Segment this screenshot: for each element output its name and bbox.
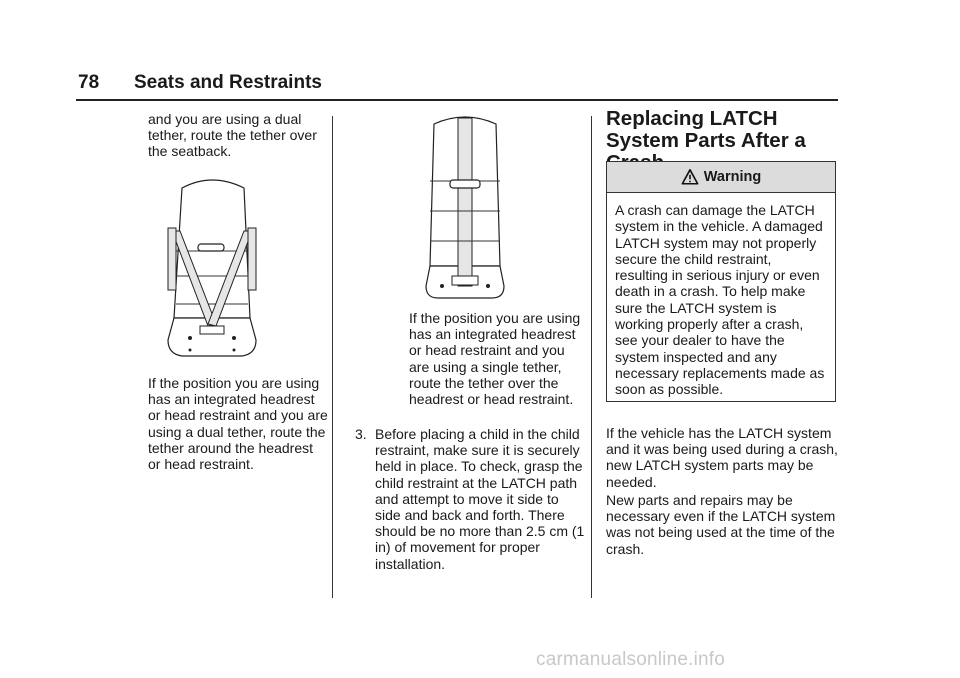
section-title: Seats and Restraints	[134, 72, 322, 93]
col1-para-top: and you are using a dual tether, route t…	[148, 111, 317, 160]
watermark: carmanualsonline.info	[536, 649, 726, 670]
page-number: 78	[78, 72, 100, 93]
warning-triangle-icon	[681, 168, 699, 185]
seat-dual-tether-illustration	[167, 179, 257, 357]
column-divider	[591, 116, 592, 598]
col3-para-2: New parts and repairs may be necessary e…	[606, 492, 836, 557]
col1-para-bottom: If the position you are using has an int…	[148, 375, 328, 473]
header-rule	[76, 99, 838, 101]
col3-para-1: If the vehicle has the LATCH system and …	[606, 425, 838, 490]
seat-single-tether-illustration	[425, 116, 505, 299]
column-divider	[332, 116, 333, 598]
warning-text: A crash can damage the LATCH system in t…	[615, 202, 825, 398]
step-text: Before placing a child in the child rest…	[375, 426, 585, 572]
warning-box: Warning A crash can damage the LATCH sys…	[606, 161, 836, 402]
page-header: 78 Seats and Restraints	[78, 72, 322, 94]
warning-header: Warning	[607, 162, 835, 193]
warning-title: Warning	[703, 169, 762, 185]
step-number: 3.	[355, 426, 367, 442]
col2-para: If the position you are using has an int…	[409, 310, 581, 408]
